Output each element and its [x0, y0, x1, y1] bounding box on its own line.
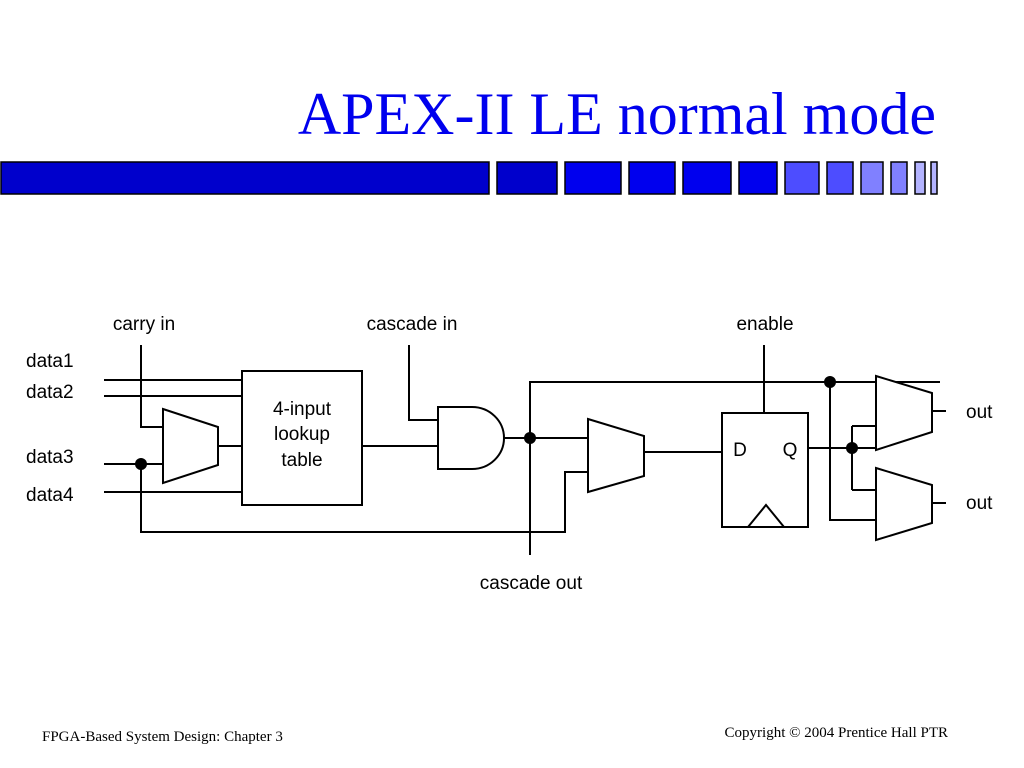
output-mux-bottom — [875, 466, 933, 542]
flip-flop-q-label: Q — [783, 440, 798, 461]
carry-mux — [162, 407, 219, 485]
wire-carry-in — [140, 345, 163, 428]
bar-segment — [914, 161, 926, 195]
bar-segment — [890, 161, 908, 195]
wire-bypass-lower — [829, 382, 876, 521]
junction-q — [846, 442, 858, 454]
footer-chapter: FPGA-Based System Design: Chapter 3 — [42, 729, 283, 745]
label-data3: data3 — [26, 447, 74, 468]
label-data2: data2 — [26, 382, 74, 403]
title-decoration-bar — [0, 161, 938, 195]
flip-flop-box — [721, 412, 809, 528]
label-enable: enable — [736, 314, 793, 335]
output-mux-top — [875, 374, 933, 452]
flip-flop-d-label: D — [733, 440, 747, 461]
junction-and-out — [524, 432, 536, 444]
bar-segment-long — [0, 161, 490, 195]
wire-bypass — [529, 381, 940, 555]
wires — [104, 345, 946, 555]
lut-label-line3: table — [281, 450, 322, 471]
bar-segment — [496, 161, 558, 195]
cascade-mux — [587, 417, 645, 494]
lut-label-line1: 4-input — [273, 399, 332, 420]
bar-segment — [860, 161, 884, 195]
lookup-table-box — [241, 370, 363, 506]
bar-segment — [564, 161, 622, 195]
label-cascade-out: cascade out — [480, 573, 583, 594]
lut-label-line2: lookup — [274, 424, 330, 445]
label-data1: data1 — [26, 351, 74, 372]
clock-triangle — [747, 503, 785, 528]
wire-data3-bottom — [140, 464, 588, 533]
label-carry-in: carry in — [113, 314, 175, 335]
label-out-top: out — [966, 402, 993, 423]
bar-segment — [784, 161, 820, 195]
bar-segment — [738, 161, 778, 195]
slide-title: APEX-II LE normal mode — [297, 81, 936, 147]
junction-data3 — [135, 458, 147, 470]
label-data4: data4 — [26, 485, 74, 506]
bar-segment — [826, 161, 854, 195]
label-out-bottom: out — [966, 493, 993, 514]
bar-segment — [930, 161, 938, 195]
bar-segment — [682, 161, 732, 195]
footer-copyright: Copyright © 2004 Prentice Hall PTR — [724, 725, 948, 741]
bar-segment — [628, 161, 676, 195]
cascade-and-gate — [437, 406, 505, 470]
wire-cascade-in — [408, 345, 438, 421]
label-cascade-in: cascade in — [367, 314, 458, 335]
junction-bypass — [824, 376, 836, 388]
